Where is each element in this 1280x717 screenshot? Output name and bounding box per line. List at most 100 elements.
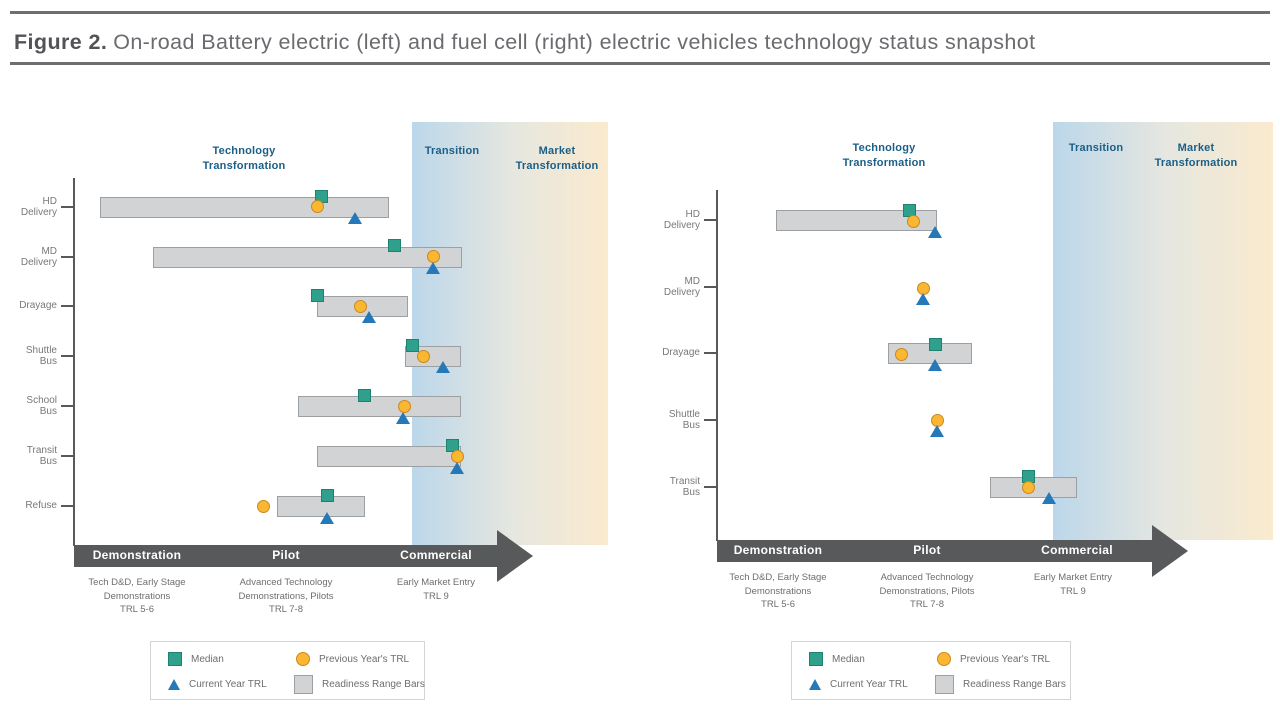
current-year-trl-marker (450, 462, 464, 474)
top-rule (10, 11, 1270, 14)
text-line: TRL 5-6 (761, 599, 795, 610)
text-line: Demonstrations, Pilots (879, 585, 975, 597)
text-line: Bus (39, 356, 57, 367)
text-line: TRL 9 (1060, 585, 1086, 597)
current-year-trl-marker (320, 512, 334, 524)
text-line: Tech D&D, Early Stage (729, 572, 827, 583)
previous-year-trl-marker (426, 249, 440, 263)
text-line: Shuttle (25, 344, 57, 356)
category-label: Drayage (0, 300, 57, 312)
text-line: Technology (212, 145, 276, 157)
text-line: HD (42, 195, 57, 207)
previous-year-trl-marker (353, 299, 367, 313)
text-line: Demonstrations (103, 590, 171, 602)
current-year-trl-marker (436, 361, 450, 373)
text-line: Market (1177, 142, 1215, 154)
text-line: Transit (26, 444, 57, 456)
axis-tick (704, 219, 717, 221)
current-year-trl-marker (1042, 492, 1056, 504)
readiness-range-bar (776, 210, 937, 231)
legend-item: Current Year TRL (809, 679, 937, 690)
text-line: Technology (852, 142, 916, 154)
current-year-trl-marker (928, 226, 942, 238)
legend-item: Median (809, 652, 937, 666)
text-line: Drayage (19, 300, 57, 312)
legend-item: Readiness Range Bars (294, 675, 425, 694)
phase-axis-arrowhead (497, 530, 533, 582)
current-year-trl-marker (362, 311, 376, 323)
figure-title: Figure 2.On-road Battery electric (left)… (14, 30, 1036, 55)
transition-market-zone (1053, 122, 1273, 540)
median-marker (405, 338, 419, 352)
phase-label: Demonstration (733, 543, 823, 557)
readiness-range-bar (153, 247, 462, 268)
median-marker (387, 238, 401, 252)
text-line: Bus (682, 420, 700, 431)
median-marker (310, 288, 324, 302)
readiness-range-bar (100, 197, 389, 218)
axis-tick (704, 286, 717, 288)
axis-tick (704, 352, 717, 354)
text-line: Refuse (25, 500, 57, 512)
legend-label: Previous Year's TRL (319, 653, 410, 665)
previous-year-circle-icon (296, 652, 310, 666)
legend-item: Current Year TRL (168, 679, 296, 690)
previous-year-trl-marker (450, 449, 464, 463)
previous-year-trl-marker (397, 399, 411, 413)
text-line: Advanced Technology (239, 577, 333, 588)
figure-title-text: On-road Battery electric (left) and fuel… (113, 30, 1036, 54)
text-line: MD (684, 275, 700, 287)
readiness-range-swatch-icon (294, 675, 313, 694)
text-line: Demonstrations, Pilots (238, 590, 334, 602)
current-year-trl-marker (396, 412, 410, 424)
median-square-icon (809, 652, 823, 666)
legend-item: Readiness Range Bars (935, 675, 1066, 694)
phase-label: Commercial (1041, 543, 1113, 557)
phase-axis-arrow (717, 540, 1152, 562)
axis-tick (61, 455, 74, 457)
legend-item: Previous Year's TRL (296, 652, 425, 666)
current-year-triangle-icon (809, 679, 821, 690)
text-line: Tech D&D, Early Stage (88, 577, 186, 588)
y-axis-line (716, 190, 718, 541)
legend-label: Median (191, 653, 224, 665)
axis-tick (704, 419, 717, 421)
text-line: Transformation (202, 159, 286, 172)
legend-box: Median Previous Year's TRL Current Year TR… (150, 641, 425, 700)
previous-year-trl-marker (906, 214, 920, 228)
transition-market-zone (412, 122, 608, 545)
text-line: Drayage (662, 347, 700, 359)
text-line: TRL 7-8 (910, 599, 944, 610)
phase-axis-arrow (74, 545, 497, 567)
text-line: School (26, 394, 57, 406)
text-line: Transformation (842, 156, 926, 169)
previous-year-trl-marker (1021, 480, 1035, 494)
text-line: Transformation (515, 159, 599, 172)
zone-label: Transition (1069, 141, 1124, 156)
axis-tick (61, 206, 74, 208)
current-year-trl-marker (930, 425, 944, 437)
text-line: Transition (1068, 142, 1124, 154)
zone-label: Transition (425, 144, 480, 159)
text-line: TRL 7-8 (269, 604, 303, 615)
text-line: Delivery (663, 287, 700, 298)
axis-tick (61, 305, 74, 307)
current-year-trl-marker (348, 212, 362, 224)
text-line: Delivery (20, 207, 57, 218)
text-line: TRL 5-6 (120, 604, 154, 615)
